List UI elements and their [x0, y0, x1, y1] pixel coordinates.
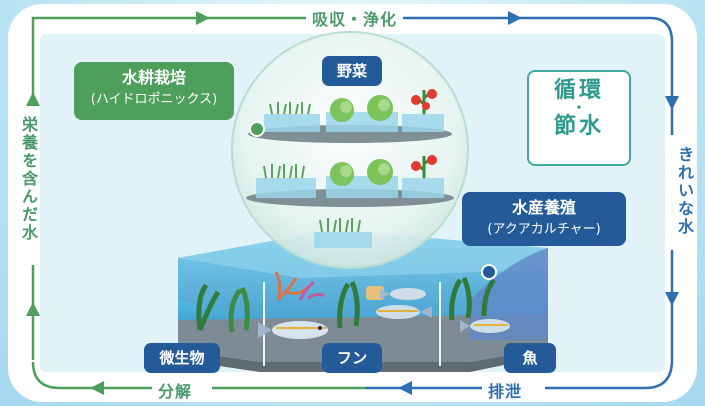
aquarium-tank: [178, 232, 548, 372]
arrow-down-icon: [665, 292, 679, 306]
hydroponics-callout: 水耕栽培 (ハイドロポニックス): [74, 62, 234, 120]
arrow-right-icon: [196, 11, 210, 25]
fish-icon: [376, 305, 432, 319]
aquaculture-title: 水産養殖: [511, 198, 576, 217]
aquaculture-callout: 水産養殖 (アクアカルチャー): [462, 192, 626, 246]
aquaculture-subtitle: (アクアカルチャー): [487, 222, 601, 237]
arrow-down-icon: [665, 96, 679, 110]
microbes-tag: 微生物: [144, 343, 220, 373]
vegetables-tag: 野菜: [322, 56, 382, 86]
hydroponics-pointer-dot: [249, 121, 265, 137]
arrow-right-icon: [508, 11, 522, 25]
seaweed-icon: [196, 283, 221, 331]
seaweed-icon: [337, 280, 360, 329]
fish-icon: [460, 319, 510, 333]
seaweed-icon: [228, 286, 250, 333]
absorb-purify-label: 吸収・浄化: [306, 6, 404, 30]
hydroponics-subtitle: (ハイドロポニックス): [90, 92, 218, 107]
fish-icon: [258, 321, 328, 339]
clean-water-label: きれいな水: [672, 142, 696, 240]
cycle-arrows: [31, 16, 674, 390]
arrow-up-icon: [26, 302, 40, 316]
coral-icon: [366, 286, 384, 300]
hydroponics-title: 水耕栽培: [121, 68, 186, 87]
decomposition-label: 分解: [152, 378, 199, 402]
tomato-plant-icon: [411, 88, 437, 178]
fish-icon: [380, 288, 426, 300]
arrowheads: [26, 11, 679, 395]
nutrient-water-label: 栄養を含んだ水: [16, 112, 40, 246]
hydroponic-sphere: [231, 31, 469, 269]
badge-line-1: 循環: [553, 78, 604, 103]
arrow-up-icon: [26, 92, 40, 106]
arrow-left-icon: [90, 381, 104, 395]
excretion-label: 排泄: [482, 378, 529, 402]
feces-tag: フン: [322, 343, 382, 373]
circulation-water-saving-badge: 循環 ・ 節水: [527, 70, 631, 166]
sprouts-icon: [263, 102, 361, 233]
badge-line-2: 節水: [553, 114, 604, 139]
fish-tag: 魚: [504, 343, 556, 373]
seaweed-icon: [449, 276, 496, 321]
badge-separator: ・: [572, 101, 586, 116]
arrow-left-icon: [398, 381, 412, 395]
lettuce-icon: [330, 95, 393, 186]
coral-icon: [298, 280, 325, 301]
aquaculture-pointer-dot: [481, 264, 497, 280]
